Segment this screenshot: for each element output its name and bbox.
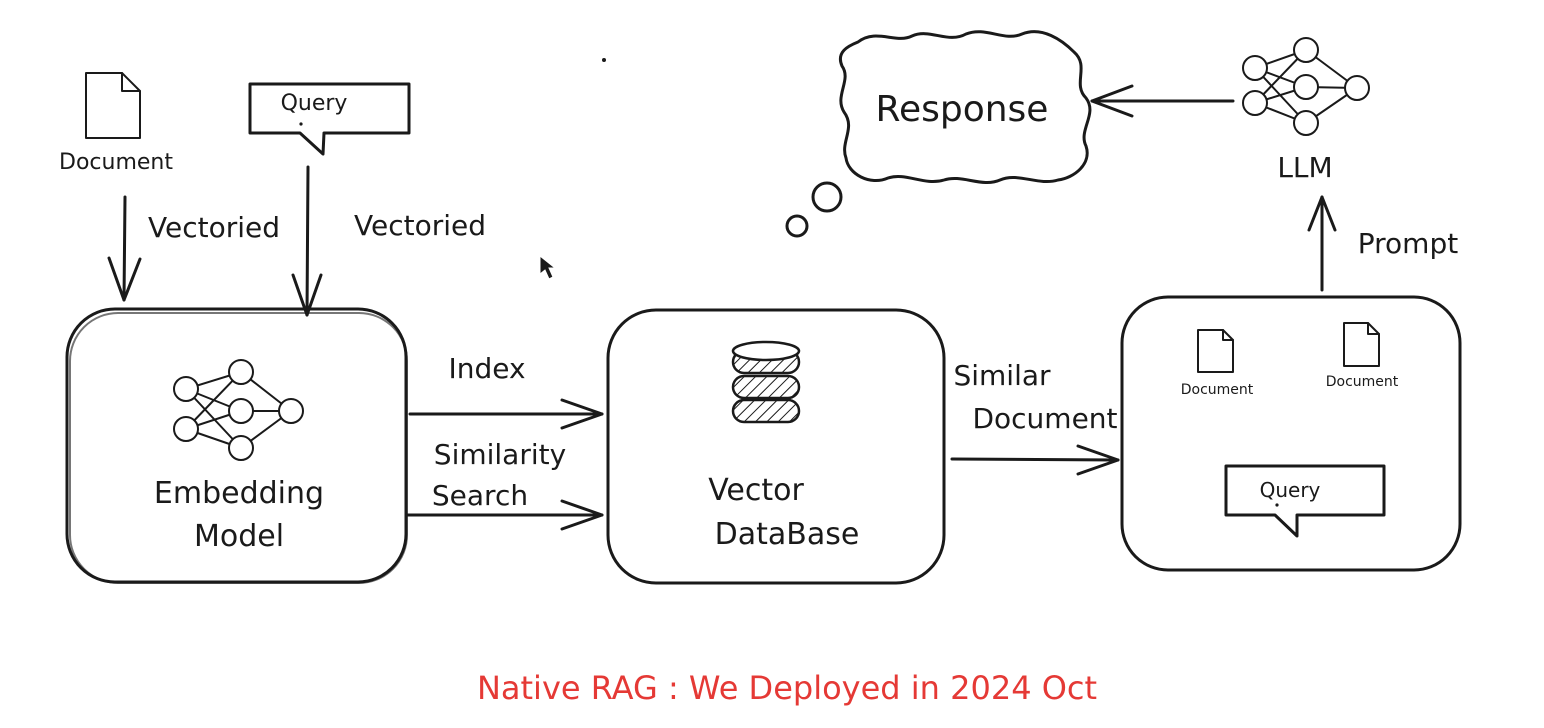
- database-icon: [731, 340, 801, 424]
- prompt-arrow: [1307, 195, 1337, 292]
- index-arrow: [408, 398, 604, 430]
- vectoried-arrow-right: [291, 165, 323, 317]
- embedding-label-line2: Model: [194, 519, 284, 554]
- caption: Native RAG : We Deployed in 2024 Oct: [477, 669, 1097, 707]
- embedding-label-line1: Embedding: [154, 476, 324, 511]
- vector-label-line2: DataBase: [715, 517, 860, 552]
- prompt-label: Prompt: [1358, 227, 1458, 260]
- similar-label-line1: Similar: [953, 359, 1051, 392]
- stray-dot: [602, 58, 606, 62]
- query-small-label: Query: [1260, 478, 1321, 502]
- vectoried-right-label: Vectoried: [354, 209, 486, 242]
- llm-neural-network-icon: [1242, 37, 1370, 136]
- response-arrow: [1090, 84, 1235, 118]
- vector-database-box: [606, 308, 946, 585]
- mouse-cursor-icon: [539, 254, 557, 280]
- vector-label-line1: Vector: [708, 473, 804, 508]
- document-small-label-2: Document: [1326, 374, 1399, 390]
- similar-label-line2: Document: [972, 402, 1117, 435]
- document-label: Document: [59, 150, 173, 175]
- document-small-label-1: Document: [1181, 382, 1254, 398]
- query-bubble: [248, 82, 411, 156]
- similarity-search-arrow: [405, 499, 604, 531]
- prompt-assembly-box: [1120, 295, 1462, 572]
- document-small-icon-1: [1197, 329, 1234, 373]
- vectoried-arrow-left: [107, 195, 142, 302]
- similarity-label-line1: Similarity: [434, 438, 566, 471]
- similar-document-arrow: [950, 444, 1120, 476]
- vectoried-left-label: Vectoried: [148, 211, 280, 244]
- index-label: Index: [448, 352, 525, 385]
- llm-label: LLM: [1277, 151, 1332, 184]
- document-icon: [85, 72, 141, 139]
- document-small-icon-2: [1343, 322, 1380, 367]
- neural-network-icon: [173, 359, 304, 461]
- embedding-model-box: [65, 307, 408, 584]
- response-label: Response: [876, 89, 1049, 130]
- query-label: Query: [281, 91, 348, 116]
- query-small-bubble: [1224, 464, 1386, 538]
- response-cloud: [785, 30, 1092, 238]
- similarity-label-line2: Search: [432, 479, 528, 512]
